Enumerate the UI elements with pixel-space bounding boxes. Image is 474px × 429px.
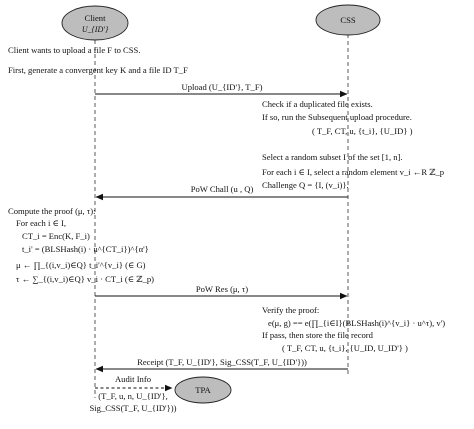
client-compute-1: Compute the proof (μ, τ): — [8, 206, 96, 216]
client-compute-5: μ ← ∏_{(i,v_i)∈Q} t_i'^{v_i} (∈ G) — [16, 260, 146, 270]
tpa-name: TPA — [195, 385, 211, 395]
tpa-actor: TPA — [174, 376, 232, 404]
intro-line-2: First, generate a convergent key K and a… — [8, 65, 188, 75]
msg-res-label: PoW Res (μ, τ) — [196, 284, 248, 294]
css-verify-2: e(μ, g) == e(∏_{i∈I}(BLSHash(i)^{v_i} · … — [268, 318, 445, 328]
css-select-2: For each i ∈ I, select a random element … — [262, 167, 444, 177]
client-name: Client — [84, 13, 106, 23]
intro-line-1: Client wants to upload a file F to CSS. — [8, 45, 141, 55]
css-select-3: Challenge Q = {I, (v_i)}. — [262, 180, 349, 190]
css-actor: CSS — [315, 4, 381, 36]
css-check-3: ( T_F, CT, u, {t_i}, {U_ID} ) — [312, 126, 413, 136]
client-sub: U_{ID'} — [82, 25, 109, 34]
msg-upload-label: Upload (U_{ID'}, T_F) — [181, 82, 262, 92]
client-compute-2: For each i ∈ I, — [16, 218, 66, 228]
msg-audit-line-1: (T_F, u, n, U_{ID'}, — [98, 391, 168, 401]
css-select-1: Select a random subset I of the set [1, … — [262, 152, 403, 162]
css-verify-4: ( T_F, CT, u, {t_i}, {U_ID, U_ID'} ) — [282, 343, 408, 353]
css-verify-3: If pass, then store the file record — [262, 330, 374, 340]
msg-receipt-label: Receipt (T_F, U_{ID'}, Sig_CSS(T_F, U_{I… — [137, 357, 307, 367]
css-check-1: Check if a duplicated file exists. — [262, 99, 373, 109]
css-check-2: If so, run the Subsequent upload procedu… — [262, 112, 412, 122]
msg-chall-label: PoW Chall (u , Q) — [191, 184, 254, 194]
client-compute-3: CT_i = Enc(K, F_i) — [22, 231, 90, 241]
msg-audit-title: Audit Info — [115, 374, 151, 384]
client-compute-6: τ ← ∑_{(i,v_i)∈Q} v_i · CT_i (∈ ℤ_p) — [16, 274, 154, 284]
msg-audit-line-2: Sig_CSS(T_F, U_{ID'})) — [90, 403, 177, 413]
client-actor: Client U_{ID'} — [61, 5, 129, 41]
client-compute-4: t_i' = (BLSHash(i) · u^{CT_i})^{α'} — [22, 244, 149, 254]
css-verify-1: Verify the proof: — [262, 305, 319, 315]
css-name: CSS — [340, 15, 356, 25]
